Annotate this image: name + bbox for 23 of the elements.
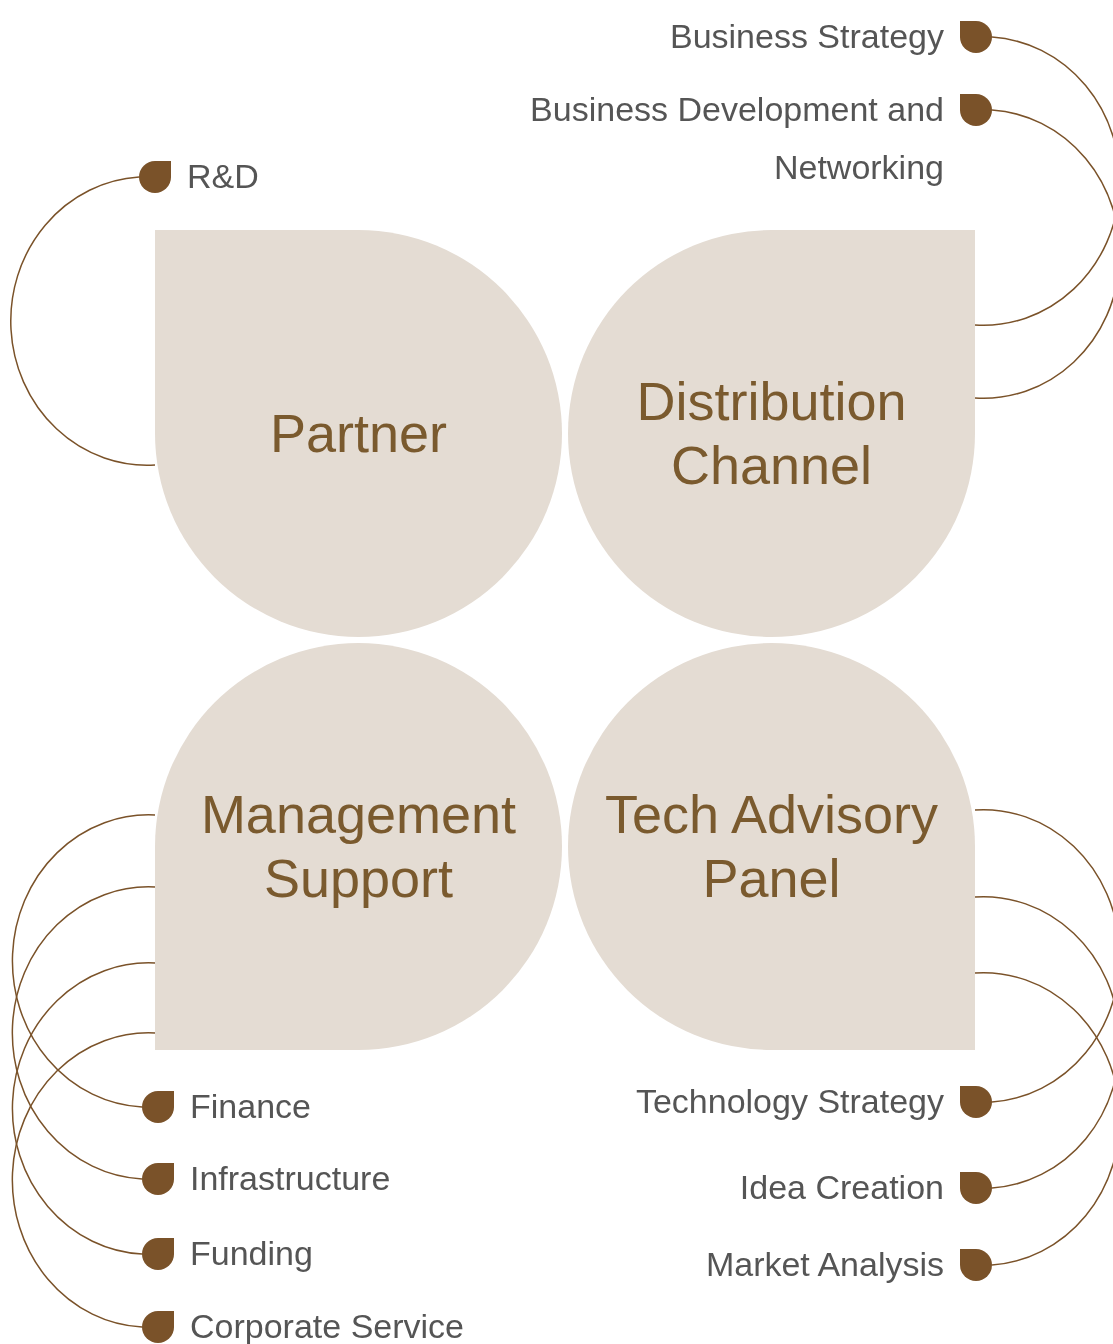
item-label: Business Strategy: [669, 16, 944, 57]
item-label: Business Development and Networking: [529, 89, 944, 188]
category-title: Partner: [269, 401, 448, 465]
item-label: Idea Creation: [739, 1167, 944, 1208]
connector-curve: [974, 109, 1113, 399]
connector-curve: [974, 972, 1113, 1266]
connector-curve: [974, 36, 1113, 326]
item-label: R&D: [187, 156, 259, 197]
connector-curve: [974, 896, 1113, 1189]
item-label: Funding: [190, 1233, 313, 1274]
item-label: Market Analysis: [705, 1244, 944, 1285]
connector-curve: [11, 962, 156, 1255]
item-label: Infrastructure: [190, 1158, 391, 1199]
connector-curve: [974, 809, 1113, 1103]
connector-curve: [11, 1032, 156, 1328]
category-title: Tech Advisory Panel: [603, 782, 940, 910]
connector-curve: [10, 176, 156, 466]
connector-curve: [11, 886, 156, 1180]
item-label: Technology Strategy: [635, 1081, 944, 1122]
category-title: Distribution Channel: [635, 369, 908, 497]
connector-curve: [11, 814, 156, 1108]
category-title: Management Support: [199, 782, 518, 910]
item-label: Finance: [190, 1086, 311, 1127]
